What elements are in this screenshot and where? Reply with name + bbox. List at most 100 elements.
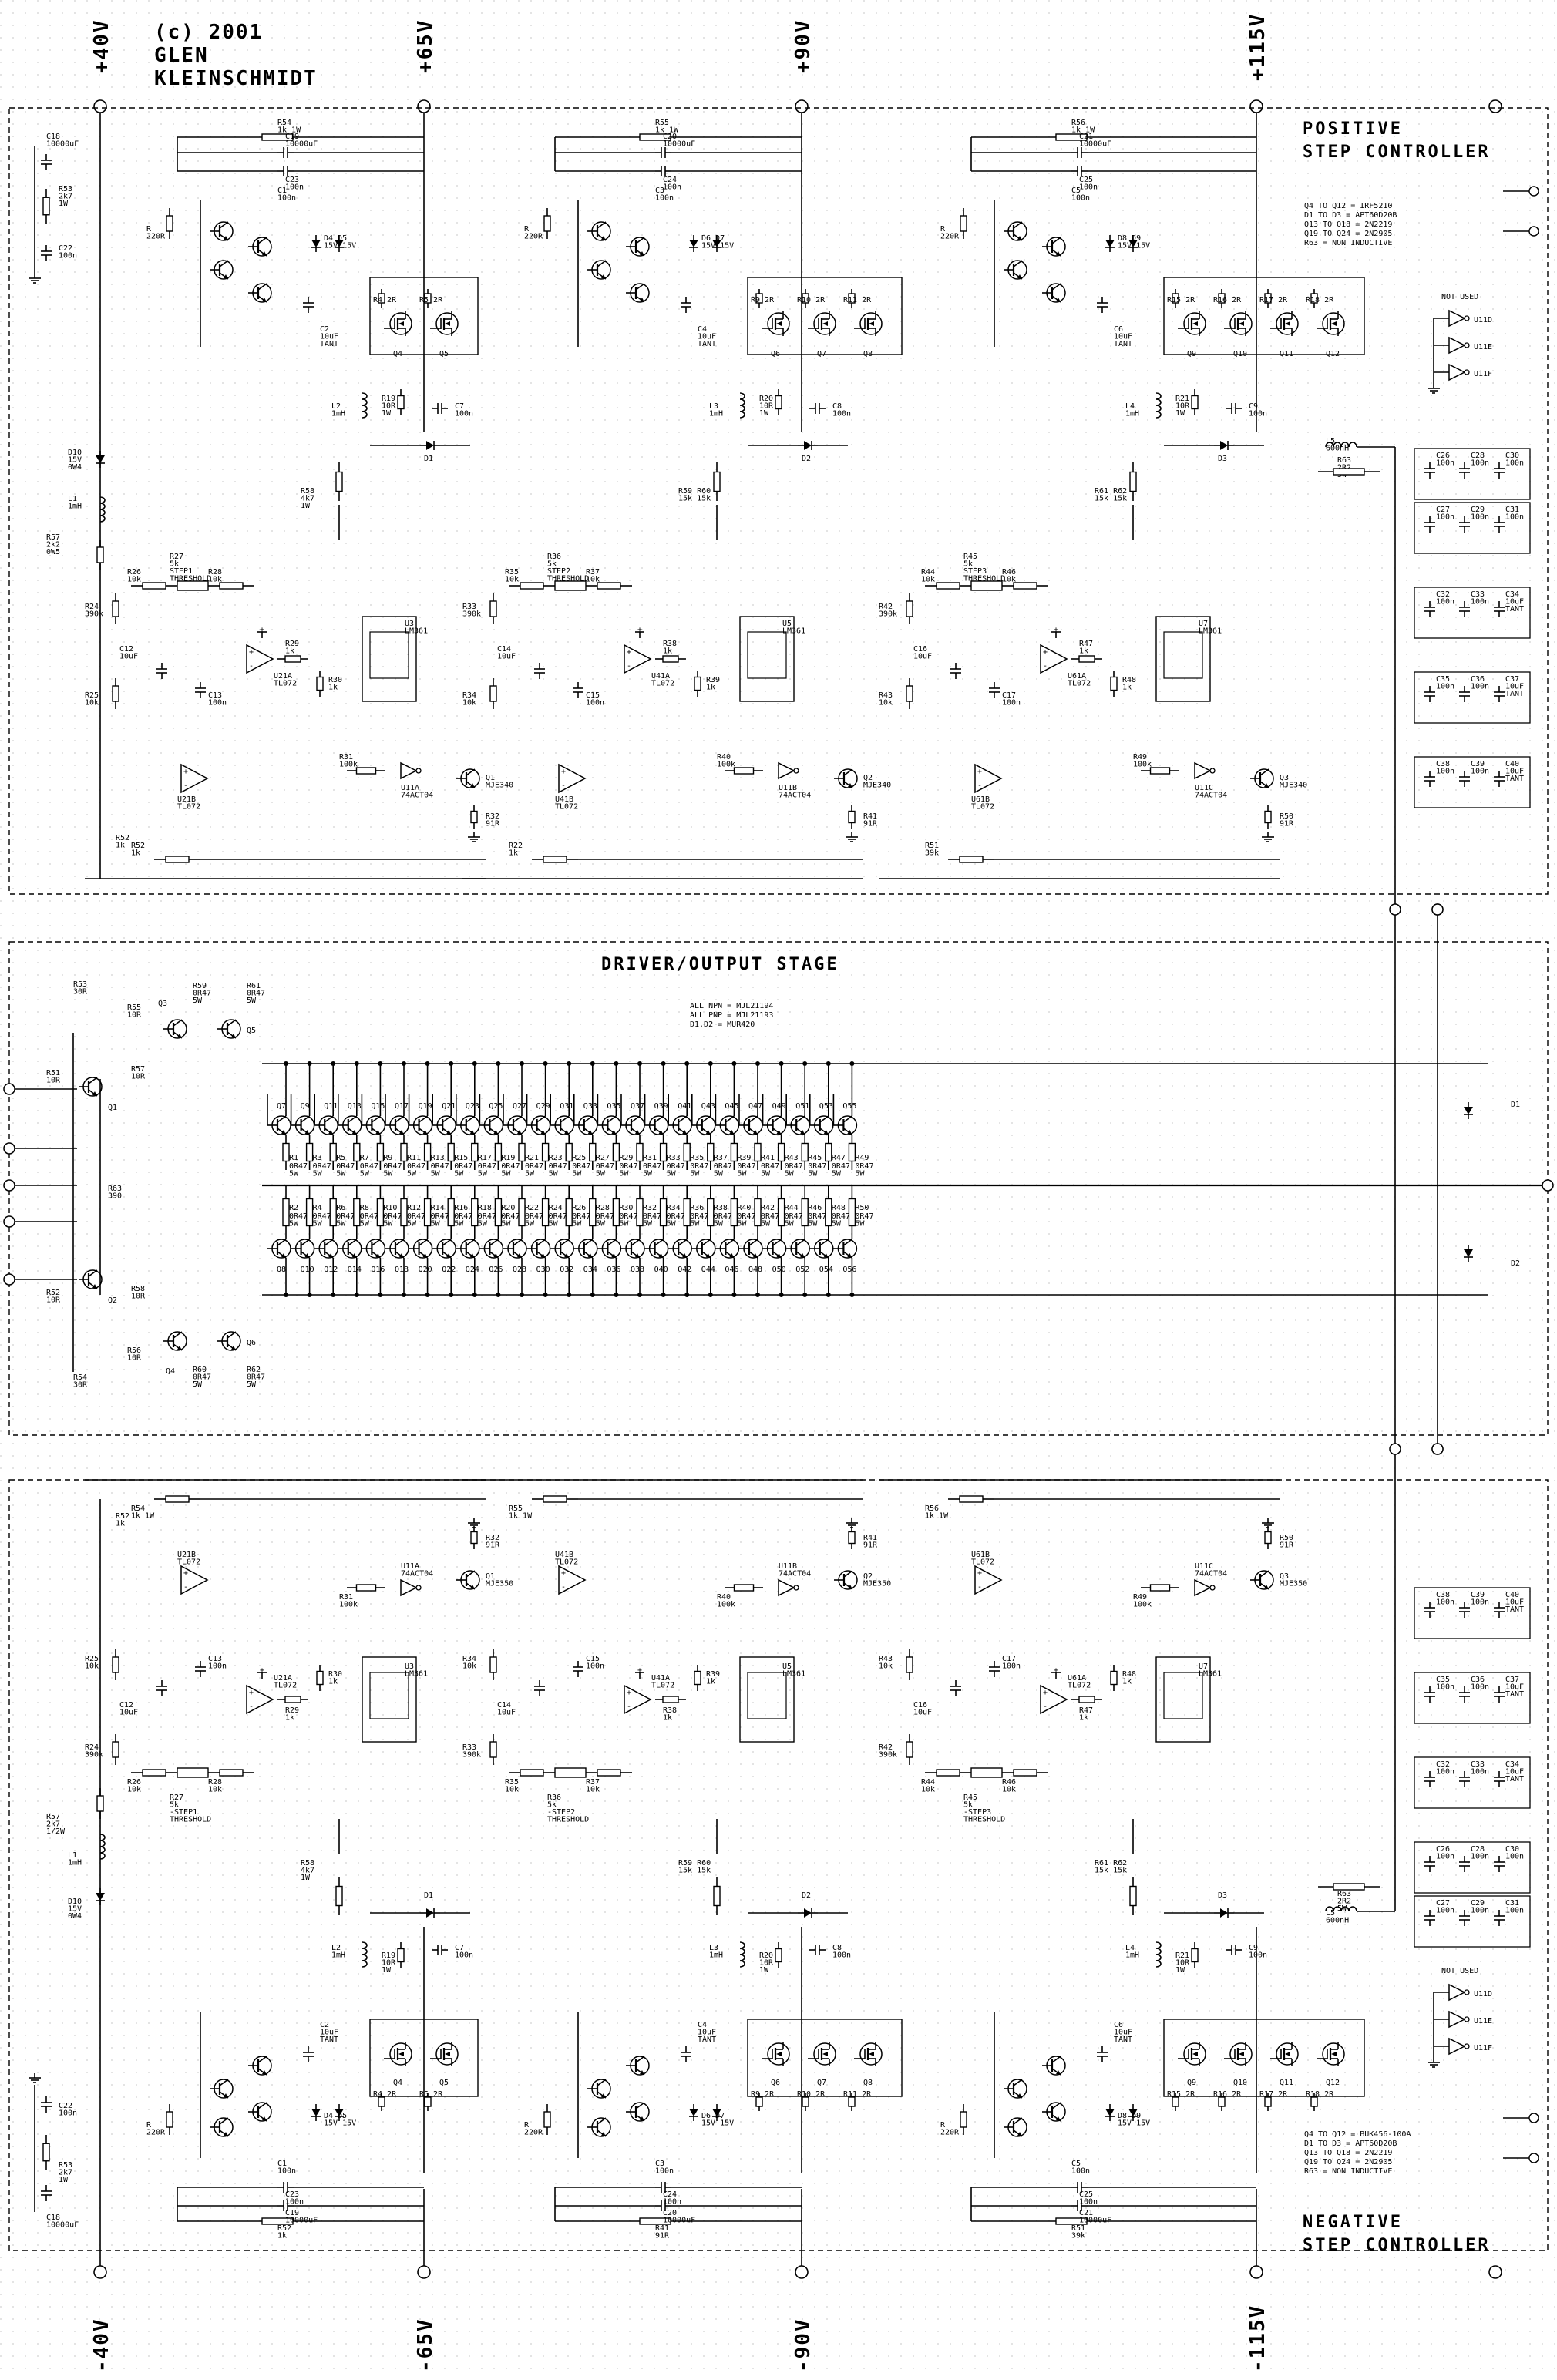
label-line: 100n	[1436, 459, 1454, 467]
label-line: R28	[208, 568, 222, 577]
terminal-top-right[interactable]	[1488, 99, 1502, 113]
resistor-body	[848, 1531, 856, 1545]
emitter-arrow	[231, 1034, 236, 1038]
resistor-body	[730, 1142, 738, 1162]
label-line: R36	[547, 553, 561, 561]
bjt-1	[1042, 237, 1066, 257]
label-line: 10R	[127, 1353, 142, 1362]
bjt-2	[210, 260, 234, 280]
label-line: 5W	[714, 1219, 724, 1228]
rail-labels-bottom: -40V -65V -90V -115V	[90, 2304, 1269, 2372]
output-pnp-Q8	[267, 1239, 291, 1259]
label-line: TL072	[971, 1558, 994, 1566]
label-line: LM361	[782, 627, 805, 635]
terminal-pos90[interactable]	[795, 99, 809, 113]
label-line: R55	[655, 119, 669, 127]
label-line: +	[561, 768, 566, 776]
resistor-body	[1333, 468, 1365, 476]
inverter	[400, 761, 422, 780]
label-line: R53	[59, 185, 72, 193]
diode-body	[804, 1908, 812, 1918]
label-line: 5W	[360, 1219, 370, 1228]
label-line: THRESHOLD	[547, 1815, 589, 1824]
label-line: R50	[1280, 812, 1293, 821]
emitter-arrow	[540, 1130, 546, 1135]
terminal-neg90[interactable]	[795, 2265, 809, 2279]
label-line: 0R47	[501, 1212, 520, 1221]
opamp-b: +-	[180, 763, 209, 794]
mosfet-Q6	[762, 311, 790, 336]
label-line: 100n	[586, 698, 604, 707]
label-line: R42	[761, 1204, 775, 1212]
terminal-neg65[interactable]	[417, 2265, 431, 2279]
label-line: 5k	[963, 560, 973, 568]
label-line: Q6	[771, 350, 780, 358]
label-line: TANT	[320, 2035, 338, 2044]
label-line: LM361	[405, 627, 428, 635]
mosfet-Q8	[854, 311, 883, 336]
resistor-body	[659, 1198, 668, 1227]
label-line: TANT	[1505, 1605, 1524, 1614]
opamp-minus: -	[627, 1703, 631, 1711]
label-unused-gate: U11D	[1474, 316, 1492, 324]
label-line: C7	[455, 402, 464, 411]
terminal-neg40[interactable]	[93, 2265, 107, 2279]
label-line: TL072	[555, 1558, 578, 1566]
output-pnp-Q26	[479, 1239, 504, 1259]
opamp-body	[246, 644, 274, 674]
label-line: R56	[1071, 119, 1085, 127]
label-line: -	[561, 1583, 566, 1592]
label-line: R17 2R	[1259, 296, 1288, 304]
label-d2-drv: D2	[1511, 1259, 1520, 1268]
label-line: R11 2R	[843, 296, 872, 304]
rail-label-bottom-0: -40V	[90, 2318, 113, 2372]
terminal-pos40[interactable]	[93, 99, 107, 113]
label-line: 5W	[855, 1219, 865, 1228]
wire	[1013, 2117, 1023, 2125]
bjt-0	[210, 2117, 234, 2137]
terminal-bottom-right[interactable]	[1488, 2265, 1502, 2279]
resistor-body	[329, 1142, 337, 1162]
label-line: 10k	[462, 1662, 476, 1670]
label-line: 390	[108, 1192, 122, 1200]
label-line: R60	[193, 1366, 207, 1374]
label-line: 1mH	[709, 409, 723, 418]
label-line: TL072	[555, 802, 578, 811]
terminal-neg115[interactable]	[1249, 2265, 1263, 2279]
bjt-3	[626, 2056, 650, 2076]
terminal-pos65[interactable]	[417, 99, 431, 113]
terminal-pos115[interactable]	[1249, 99, 1263, 113]
label-line: 5W	[407, 1219, 417, 1228]
emitter-arrow	[705, 1130, 711, 1135]
comparator-inner	[369, 631, 409, 679]
label-line: 5W	[478, 1219, 488, 1228]
emitter-arrow	[729, 1130, 735, 1135]
mosfet-Q12	[1317, 2042, 1345, 2066]
resistor-body	[166, 215, 173, 232]
output-pnp-Q30	[526, 1239, 551, 1259]
opamp-minus: -	[249, 1703, 254, 1711]
label-line: R57	[46, 533, 60, 542]
inverter	[1194, 1578, 1216, 1597]
resistor-body	[423, 1198, 432, 1227]
resistor-body	[165, 856, 190, 863]
resistor-body	[400, 1142, 408, 1162]
gate-arrow	[776, 2052, 782, 2056]
decoupling-box	[1414, 1895, 1531, 1948]
